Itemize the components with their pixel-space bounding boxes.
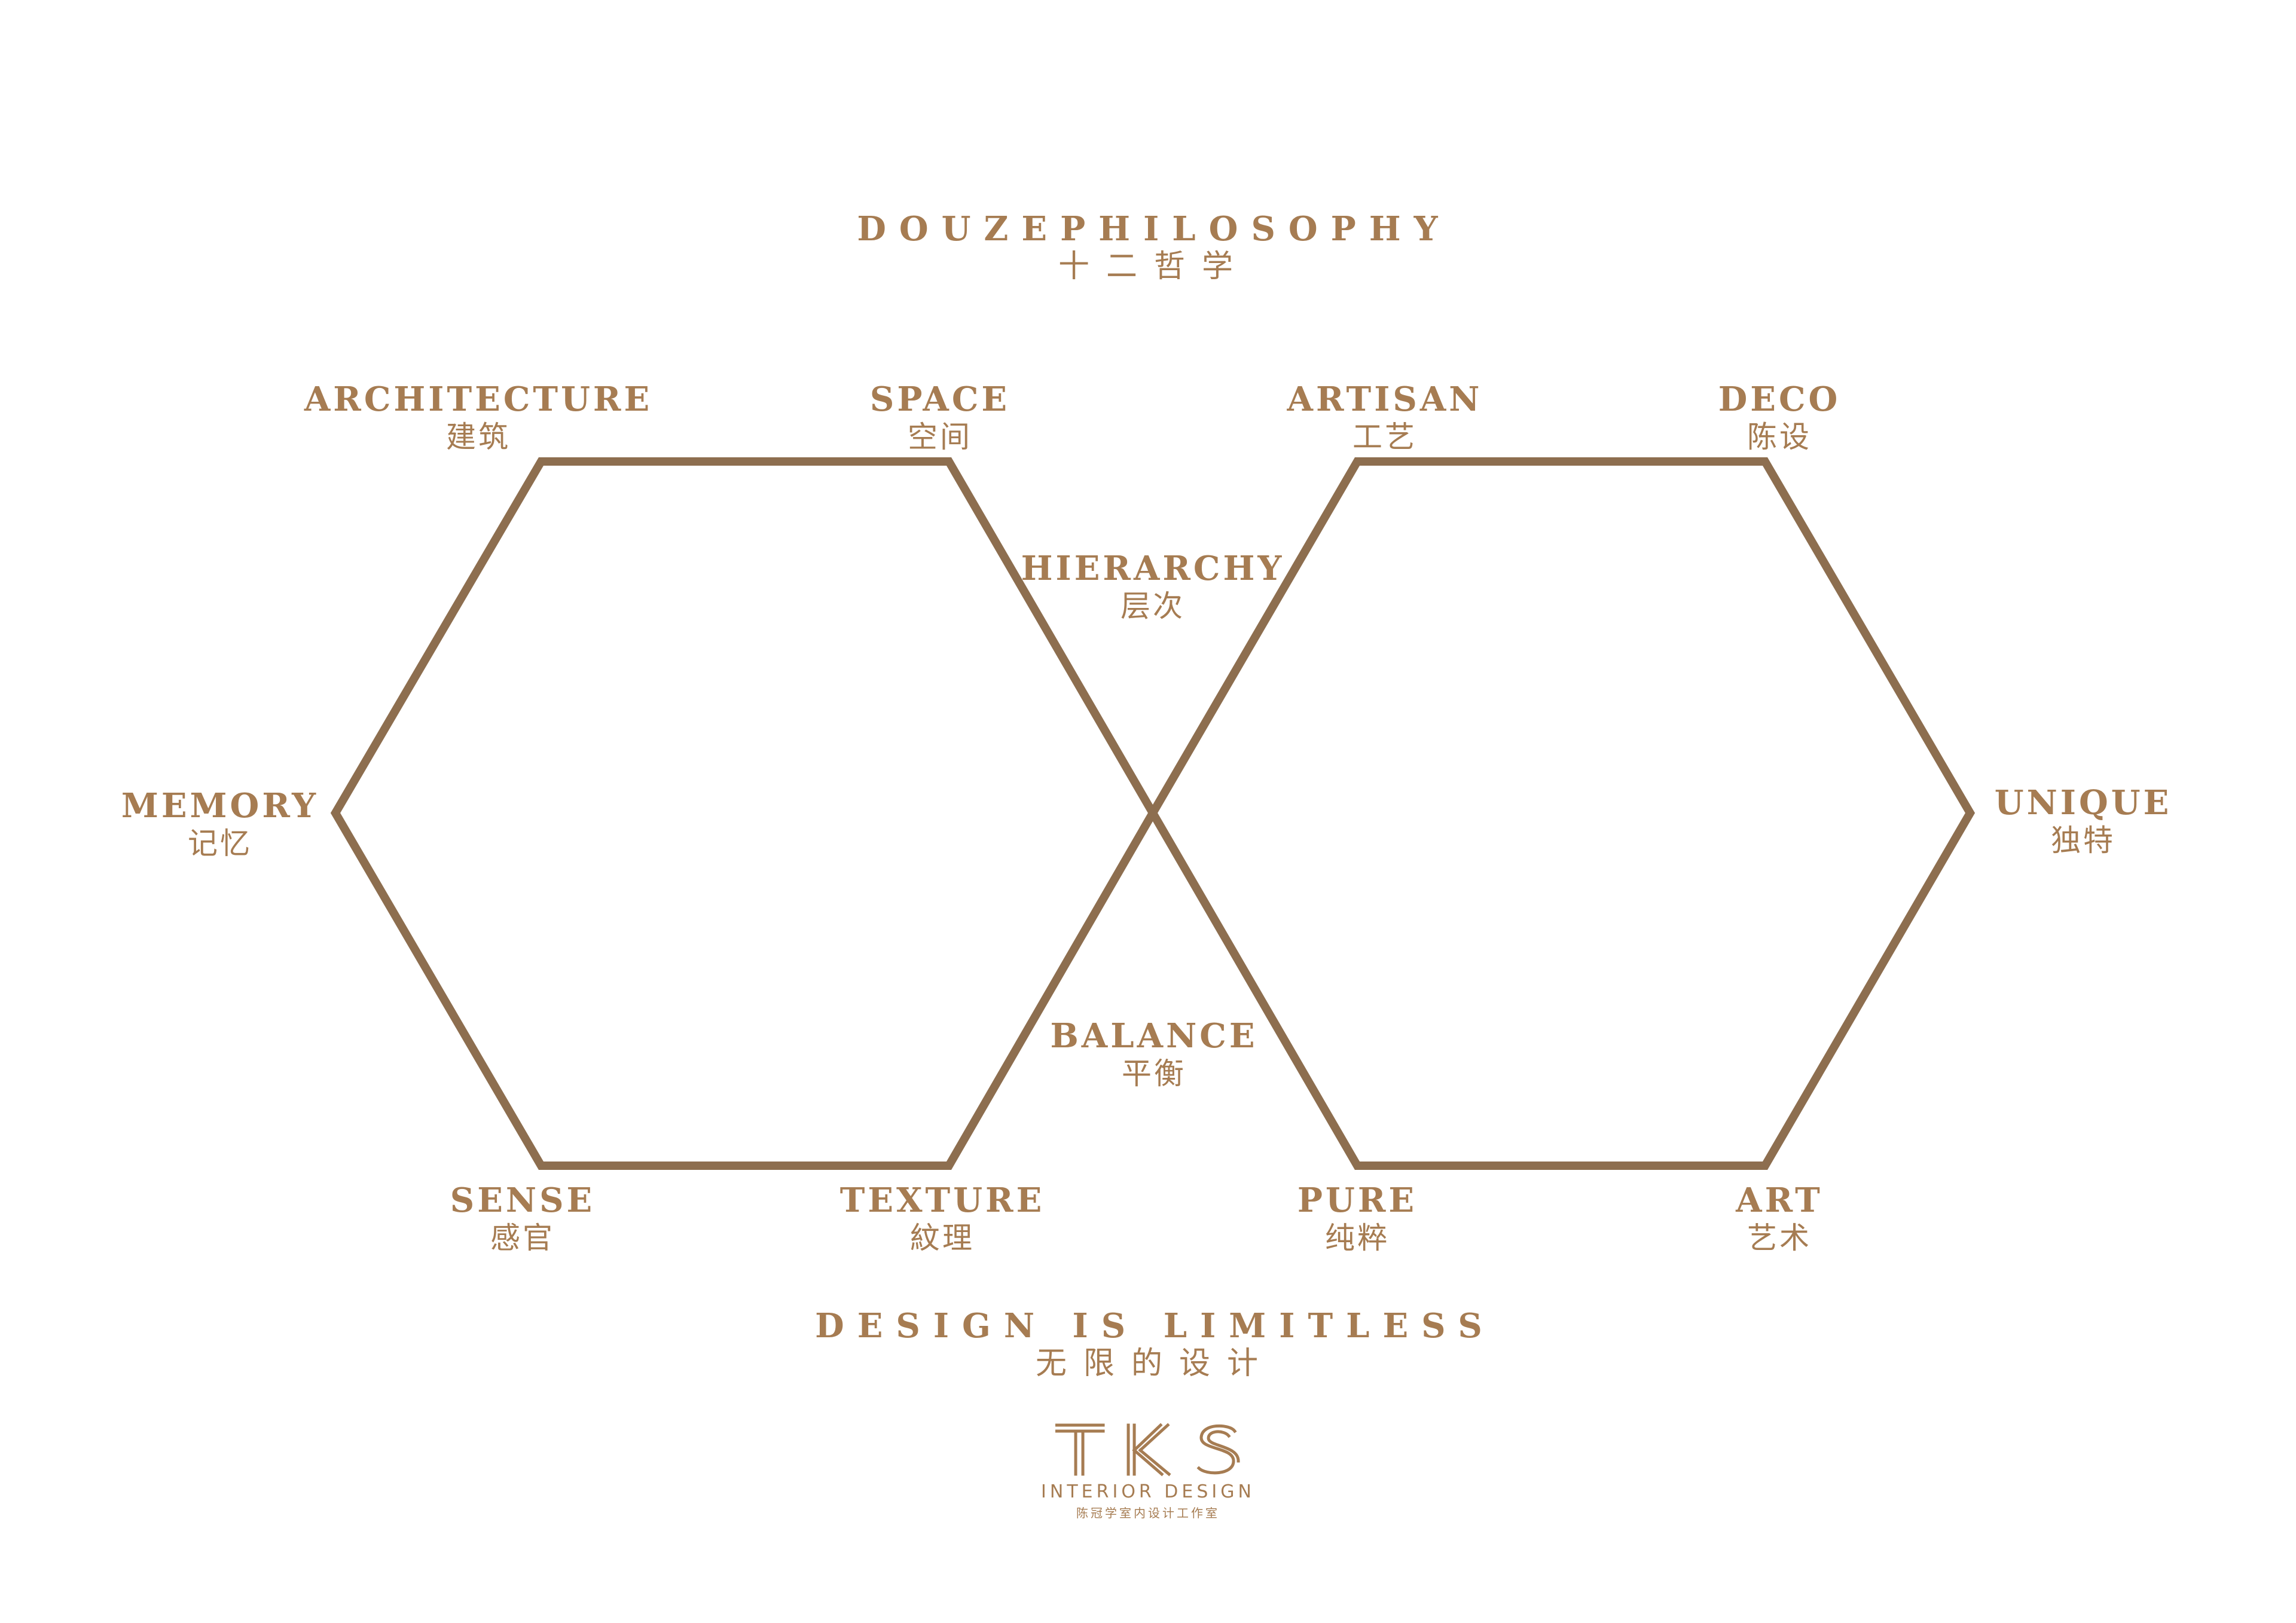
node-label-cn: 感官 — [490, 1221, 555, 1255]
right-hexagon — [1147, 457, 1976, 1170]
node-label: HIERARCHY — [1021, 549, 1285, 588]
logo-subtitle-cn: 陈冠学室内设计工作室 — [1076, 1506, 1220, 1520]
node-sense: SENSE 感官 — [450, 1181, 595, 1256]
node-art: ART 艺术 — [1736, 1181, 1823, 1256]
node-unique: UNIQUE 独特 — [1995, 783, 2172, 858]
node-label-cn: 记忆 — [187, 826, 252, 861]
node-artisan: ARTISAN 工艺 — [1287, 380, 1483, 455]
tks-logo-mark — [1055, 1423, 1240, 1477]
node-label: MEMORY — [121, 786, 319, 826]
page-title: DOUZEPHILOSOPHY — [857, 209, 1451, 249]
node-label: ARTISAN — [1287, 380, 1483, 419]
node-label-cn: 艺术 — [1747, 1221, 1812, 1255]
node-label-cn: 独特 — [2051, 823, 2115, 858]
node-label-cn: 平衡 — [1121, 1056, 1186, 1091]
node-memory: MEMORY 记忆 — [121, 786, 319, 861]
node-texture: TEXTURE 紋理 — [840, 1181, 1045, 1256]
node-balance: BALANCE 平衡 — [1050, 1016, 1257, 1092]
tagline: DESIGN IS LIMITLESS 无限的设计 — [815, 1306, 1495, 1381]
node-label-cn: 层次 — [1120, 589, 1185, 623]
node-pure: PURE 纯粹 — [1297, 1181, 1417, 1256]
node-label: DECO — [1718, 380, 1841, 419]
node-hierarchy: HIERARCHY 层次 — [1021, 549, 1285, 624]
node-label: PURE — [1297, 1181, 1418, 1220]
node-label-cn: 建筑 — [445, 420, 511, 454]
node-label: ARCHITECTURE — [304, 380, 653, 419]
node-label-cn: 工艺 — [1352, 420, 1417, 454]
node-label: SENSE — [450, 1181, 596, 1220]
page-title-cn: 十二哲学 — [1058, 249, 1250, 285]
node-label: UNIQUE — [1994, 783, 2172, 823]
logo-subtitle: INTERIOR DESIGN — [1041, 1481, 1255, 1502]
node-label-cn: 陈设 — [1747, 420, 1812, 454]
node-label: SPACE — [869, 380, 1010, 419]
node-space: SPACE 空间 — [870, 380, 1010, 455]
node-label-cn: 空间 — [908, 420, 972, 454]
node-label: BALANCE — [1050, 1016, 1258, 1056]
node-deco: DECO 陈设 — [1718, 380, 1841, 455]
node-label-cn: 纯粹 — [1324, 1221, 1390, 1255]
tagline-text-cn: 无限的设计 — [1035, 1346, 1275, 1381]
tagline-text: DESIGN IS LIMITLESS — [815, 1306, 1495, 1346]
node-label-cn: 紋理 — [909, 1221, 975, 1255]
left-hexagon — [330, 457, 1158, 1170]
diagram-header: DOUZEPHILOSOPHY 十二哲学 — [857, 209, 1451, 285]
node-label: ART — [1736, 1181, 1823, 1220]
brand-logo: INTERIOR DESIGN 陈冠学室内设计工作室 — [1041, 1423, 1255, 1521]
node-architecture: ARCHITECTURE 建筑 — [304, 380, 652, 455]
node-label: TEXTURE — [839, 1181, 1045, 1220]
